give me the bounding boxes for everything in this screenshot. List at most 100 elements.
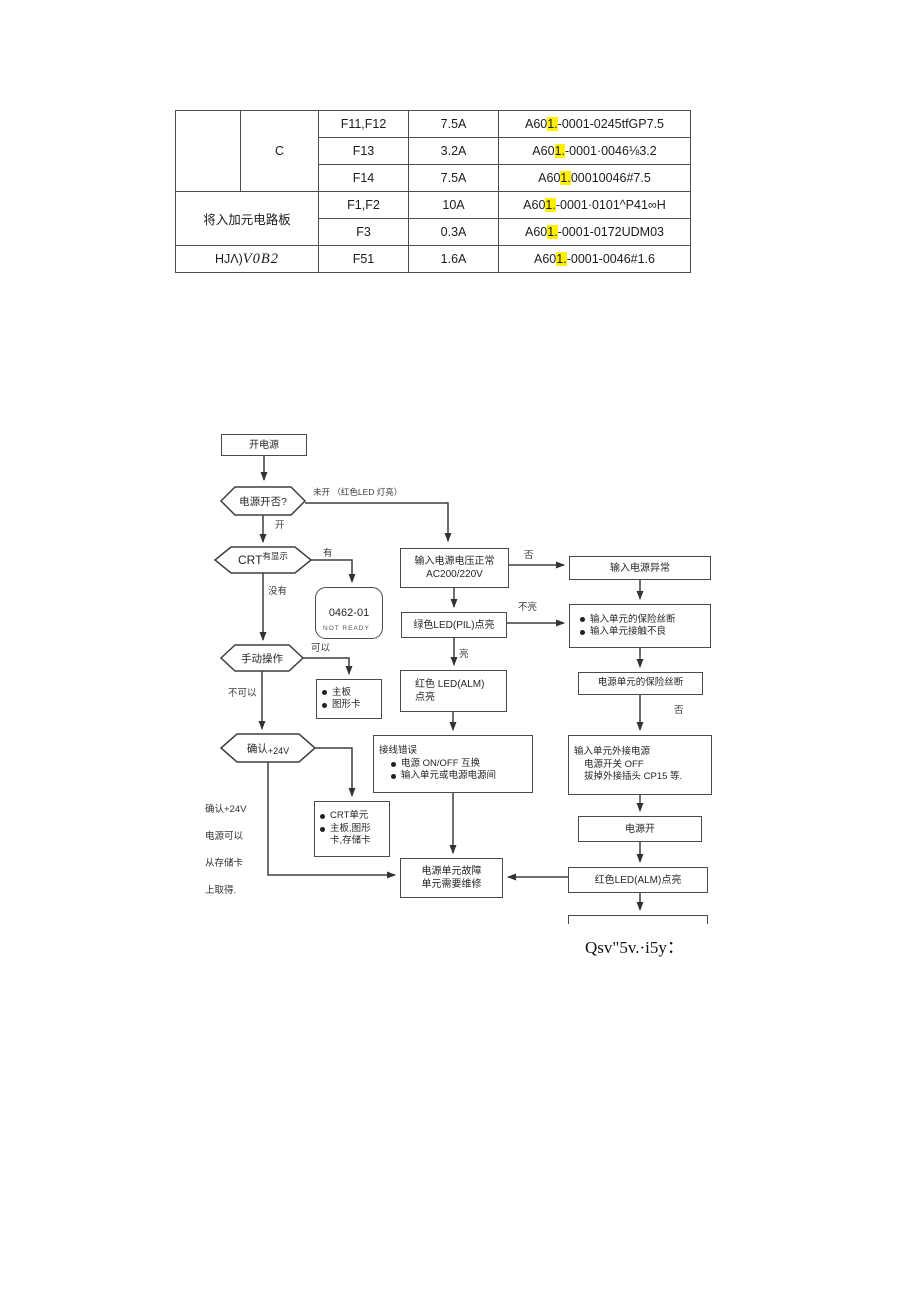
cell-fuse: F51 [318,245,409,273]
edge-label-fou-1: 否 [524,550,534,561]
fault-line: 电源单元故障 [421,866,482,877]
group3-model: V0B2 [242,250,279,267]
edge-label-not-on: 未开 （红色LED 灯亮） [313,487,403,497]
cell-fuse: F13 [318,137,409,165]
bullet-icon [322,702,327,708]
crt-question-sup: 有显示 [262,551,288,561]
table-row: F3 0.3A A601.-0001-0172UDM03 [176,218,691,246]
cell-part: A601.-0001-0172UDM03 [498,218,691,246]
bullet-icon [320,814,325,820]
edge-label-lit: 亮 [459,649,469,660]
group-c-cell: C [240,110,319,192]
part-prefix: A60 [525,225,548,239]
group-board-cell: 将入加元电路板 [175,191,319,246]
alarm-not-ready: NOT READY [323,624,370,632]
node-wiring-error: 接线错误 电源 ON/OFF 互换 输入单元或电源电源间 [373,735,533,793]
edge-label-yes: 有 [323,548,333,559]
cell-amp: 10A [408,191,499,219]
part-rest: 00010046#7.5 [570,171,651,185]
wiring-item: 电源 ON/OFF 互换 [401,757,481,769]
table-row: HJΛ)V0B2 F51 1.6A A601.-0001-0046#1.6 [175,245,691,273]
part-prefix: A60 [534,252,557,266]
cell-fuse: F1,F2 [318,191,409,219]
hexagon-manual-label: 手动操作 [241,652,283,665]
note-line: 上取得. [205,884,237,896]
part-rest: -0001-0245tfGP7.5 [557,117,664,131]
node-crt-unit-list: CRT单元 主板,图形 卡,存储卡 [314,801,390,857]
node-power-switch-on: 电源开 [578,816,702,842]
part-rest: -0001-0172UDM03 [557,225,664,239]
part-rest: -0001-0046#1.6 [566,252,655,266]
bullet-icon [391,761,396,767]
list-item: 卡,存储卡 [320,835,371,847]
confirm-voltage: +24V [267,746,290,756]
part-prefix: A60 [523,198,546,212]
list-item: 输入单元或电源电源间 [379,770,496,782]
part-prefix: A60 [524,117,548,131]
part-highlight: 1. [545,198,556,212]
node-input-fuse-list: 输入单元的保险丝断 输入单元接触不良 [569,604,711,648]
part-rest: -0001·0101^P41∞H [555,198,666,212]
bullet-icon [580,617,585,623]
cell-amp: 7.5A [408,164,499,192]
cell-part: A601.-0001-0245tfGP7.5 [498,110,691,138]
edge-label-cannot: 不可以 [228,688,257,699]
list-item: 电源 ON/OFF 互换 [379,758,480,770]
list-item: 主板,图形 [320,823,371,835]
connector-line [305,502,452,542]
node-red-led-right: 红色LED(ALM)点亮 [568,867,708,893]
hexagon-power-question-label: 电源开否? [239,495,287,508]
page-caption: Qsv"5v.·i5y： [585,938,684,957]
storage-card-item: 卡,存储卡 [330,835,371,847]
crt-unit-item: CRT单元 [330,810,369,822]
edge-label-fou-2: 否 [674,705,684,716]
input-voltage-line: AC200/220V [426,569,483,580]
group3-prefix: HJΛ) [214,251,243,266]
list-item: CRT单元 [320,810,368,822]
node-input-abnormal: 输入电源异常 [569,556,711,580]
bullet-icon [391,773,396,779]
cell-fuse: F3 [318,218,409,246]
input-contact-item: 输入单元接触不良 [590,626,667,637]
cell-part: A601.-0001·0046⅛3.2 [498,137,691,165]
node-power-on-start: 开电源 [221,434,307,456]
crt-question-main: CRT [238,553,263,567]
note-line: 电源可以 [205,830,244,842]
part-highlight: 1. [547,225,558,239]
graphics-card-item: 图形卡 [332,699,361,710]
cell-amp: 3.2A [408,137,499,165]
mainboard-item: 主板 [332,686,352,698]
bullet-icon [580,629,585,635]
alarm-code: 0462-01 [328,606,370,619]
connector-line [315,747,356,797]
part-highlight: 1. [554,144,565,158]
bullet-icon [322,690,327,696]
edge-label-on: 开 [275,520,285,531]
part-prefix: A60 [532,144,555,158]
cell-fuse: F14 [318,164,409,192]
node-mainboard-list: 主板 图形卡 [316,679,382,719]
wiring-title: 接线错误 [379,745,418,757]
confirm-main: 确认 [246,742,268,755]
connector-line [311,559,356,583]
node-psu-fault: 电源单元故障 单元需要维修 [400,858,503,898]
fault-line: 单元需要维修 [421,879,482,890]
bullet-icon [320,826,325,832]
hexagon-confirm-label: 确认+24V [221,734,315,762]
group3-cell: HJΛ)V0B2 [175,245,319,273]
list-item: 输入单元接触不良 [580,626,666,638]
mainboard-graphics-item: 主板,图形 [330,822,371,834]
part-highlight: 1. [560,171,571,185]
external-line: 电源开关 OFF [584,758,644,770]
part-highlight: 1. [547,117,558,131]
node-alarm-0462: 0462-01 NOT READY [315,587,383,639]
node-red-led-mid: 红色 LED(ALM) 点亮 [400,670,507,712]
list-item: 输入单元的保险丝断 [580,614,676,626]
side-note: 确认+24V 电源可以 从存储卡 上取得. [205,789,267,897]
edge-label-no: 没有 [268,586,288,597]
part-prefix: A60 [538,171,561,185]
cell-part: A601.00010046#7.5 [498,164,691,192]
cell-fuse: F11,F12 [318,110,409,138]
edge-label-can: 可以 [311,643,331,654]
